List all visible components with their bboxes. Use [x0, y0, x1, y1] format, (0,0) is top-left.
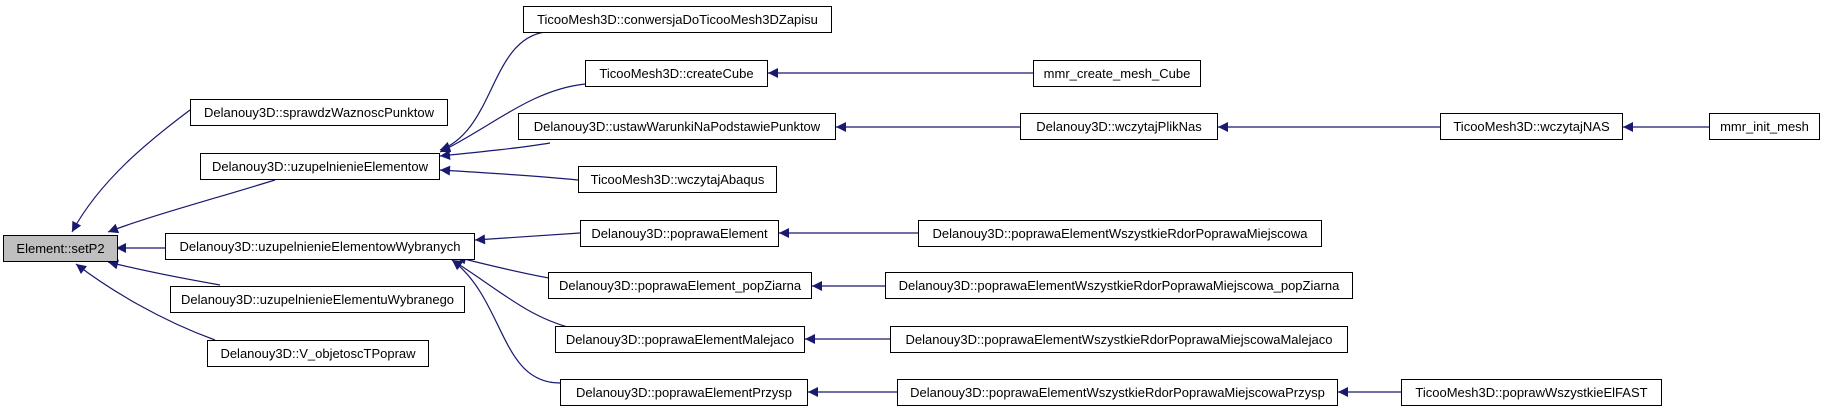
edge-poprawa-wybranych	[474, 232, 581, 245]
edge-elementow-setp2	[107, 179, 276, 234]
edge-abaqus-elementow	[439, 165, 579, 181]
edge-konwersja-elementow	[439, 31, 546, 152]
node-wszystkie-przysp[interactable]: Delanouy3D::poprawaElementWszystkieRdorP…	[897, 379, 1338, 406]
node-uzupelnienie-wybranego[interactable]: Delanouy3D::uzupelnienieElementuWybraneg…	[170, 286, 465, 313]
node-v-objetosc[interactable]: Delanouy3D::V_objetoscTPopraw	[207, 340, 429, 367]
node-uzupelnienie-wybranych[interactable]: Delanouy3D::uzupelnienieElementowWybrany…	[165, 233, 475, 260]
node-poprawa-malejaco[interactable]: Delanouy3D::poprawaElementMalejaco	[555, 326, 805, 353]
node-mmr-init[interactable]: mmr_init_mesh	[1709, 113, 1820, 140]
edge-vobj-setp2	[75, 263, 216, 341]
edge-przysp-wybranych	[451, 259, 561, 384]
edge-pop-wybranych	[455, 254, 556, 280]
edge-wybranego-setp2	[107, 259, 221, 286]
node-konwersja[interactable]: TicooMesh3D::conwersjaDoTicooMesh3DZapis…	[523, 6, 832, 33]
edge-malejaco-wybranych	[451, 259, 581, 331]
node-uzupelnienie-elementow[interactable]: Delanouy3D::uzupelnienieElementow	[200, 153, 440, 180]
node-sprawdz[interactable]: Delanouy3D::sprawdzWaznoscPunktow	[190, 99, 448, 126]
node-setp2[interactable]: Element::setP2	[3, 235, 118, 262]
node-wszystkie[interactable]: Delanouy3D::poprawaElementWszystkieRdorP…	[918, 220, 1322, 247]
edge-sprawdz-setp2	[71, 109, 191, 233]
node-wszystkie-malejaco[interactable]: Delanouy3D::poprawaElementWszystkieRdorP…	[890, 326, 1348, 353]
edge-cube-elementow	[439, 83, 586, 153]
node-create-cube[interactable]: TicooMesh3D::createCube	[585, 60, 768, 87]
node-mmr-cube[interactable]: mmr_create_mesh_Cube	[1033, 60, 1201, 87]
node-wszystkie-pop[interactable]: Delanouy3D::poprawaElementWszystkieRdorP…	[885, 272, 1353, 299]
node-poprawa-pop[interactable]: Delanouy3D::poprawaElement_popZiarna	[548, 272, 812, 299]
node-ustaw[interactable]: Delanouy3D::ustawWarunkiNaPodstawiePunkt…	[518, 113, 836, 140]
node-poprawa-przysp[interactable]: Delanouy3D::poprawaElementPrzysp	[560, 379, 808, 406]
node-poprawa-element[interactable]: Delanouy3D::poprawaElement	[580, 220, 779, 247]
node-wczytaj-plik-nas[interactable]: Delanouy3D::wczytajPlikNas	[1020, 113, 1218, 140]
edge-ustaw-elementow	[439, 142, 551, 160]
node-wczytaj-nas[interactable]: TicooMesh3D::wczytajNAS	[1440, 113, 1623, 140]
node-popraw-elfast[interactable]: TicooMesh3D::poprawWszystkieElFAST	[1401, 379, 1662, 406]
node-wczytaj-abaqus[interactable]: TicooMesh3D::wczytajAbaqus	[578, 166, 777, 193]
